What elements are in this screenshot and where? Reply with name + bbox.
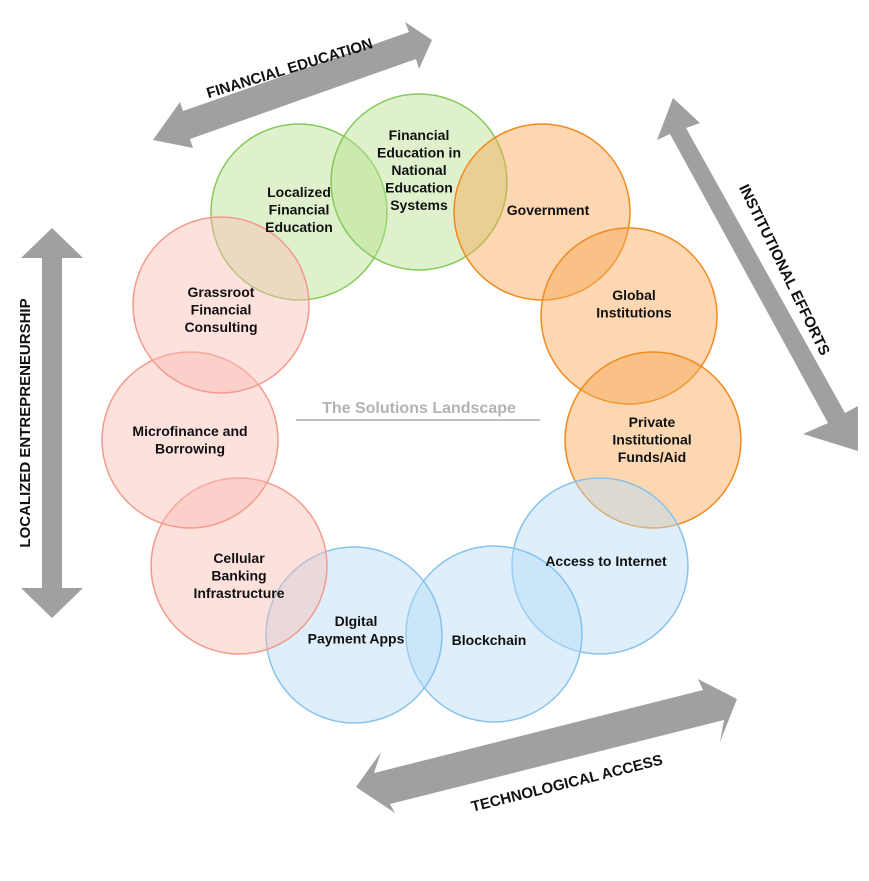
diagram-title: The Solutions Landscape	[322, 400, 516, 417]
circle-label-line: Microfinance and	[132, 423, 247, 439]
circle-financial-education-national	[330, 93, 508, 271]
circle-label-line: Systems	[390, 197, 448, 213]
circle-label-line: Government	[507, 202, 590, 218]
circle-global-institutions	[540, 227, 718, 405]
circle-cellular-banking	[150, 477, 328, 655]
circle-label-line: Funds/Aid	[618, 449, 686, 465]
circle-digital-payment	[265, 546, 443, 724]
circle-label-line: Education	[265, 219, 333, 235]
label-access-internet: Access to Internet	[545, 553, 667, 569]
circle-localized-financial-education	[210, 123, 388, 301]
circle-access-internet	[511, 477, 689, 655]
circle-label-line: Financial	[269, 202, 330, 218]
circle-label-line: Education	[385, 180, 453, 196]
localized-entrepreneurship-arrow	[21, 228, 83, 618]
circle-label-line: Access to Internet	[545, 553, 667, 569]
circle-label-line: Borrowing	[155, 441, 225, 457]
circle-label-line: Consulting	[184, 319, 257, 335]
circle-label-line: Blockchain	[452, 632, 527, 648]
circle-label-line: DIgital	[335, 613, 378, 629]
circle-label-line: Localized	[267, 184, 331, 200]
institutional-efforts-arrow	[657, 98, 858, 451]
circle-label-line: Financial	[389, 127, 450, 143]
circle-label-line: Payment Apps	[308, 631, 405, 647]
circle-label-line: Education in	[377, 145, 461, 161]
circle-label-line: National	[391, 162, 446, 178]
circle-label-line: Banking	[211, 568, 266, 584]
financial-education-arrow	[153, 22, 432, 148]
label-government: Government	[507, 202, 590, 218]
label-blockchain: Blockchain	[452, 632, 527, 648]
circle-blockchain	[405, 545, 583, 723]
circle-label-line: Institutions	[596, 305, 672, 321]
circle-grassroot	[132, 216, 310, 394]
circle-label-line: Infrastructure	[193, 585, 284, 601]
circle-label-line: Institutional	[612, 432, 691, 448]
circle-label-line: Private	[629, 414, 676, 430]
circle-label-line: Global	[612, 287, 656, 303]
circle-label-line: Cellular	[213, 550, 265, 566]
circle-label-line: Financial	[191, 302, 252, 318]
technological-access-arrow	[356, 679, 737, 813]
circle-label-line: Grassroot	[188, 284, 255, 300]
circle-microfinance	[101, 351, 279, 529]
circle-private-funds	[564, 351, 742, 529]
localized-entrepreneurship-label: LOCALIZED ENTREPRENEURSHIP	[17, 298, 34, 547]
